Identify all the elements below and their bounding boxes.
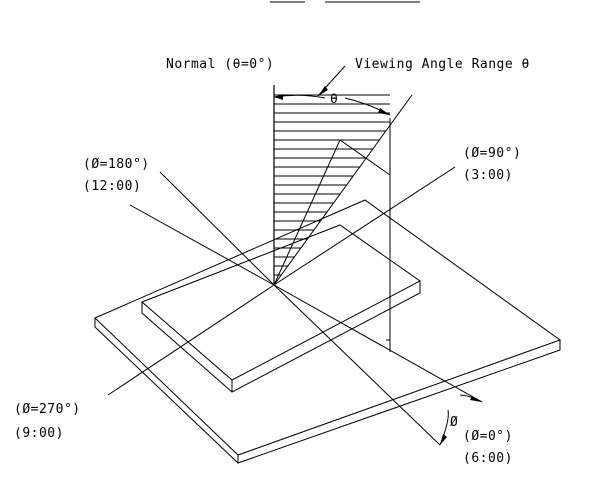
clock-3-label: (3:00) xyxy=(463,168,513,183)
phi-180-extension xyxy=(273,284,441,446)
clock-12-label: (12:00) xyxy=(83,179,141,194)
lcd-panel-side xyxy=(141,281,421,393)
phi-0-label: (Ø=0°) xyxy=(463,429,513,444)
viewing-direction-line xyxy=(273,94,413,286)
phi-label: Ø xyxy=(450,415,458,430)
viewing-range-label: Viewing Angle Range θ xyxy=(355,57,530,72)
phi-270-line xyxy=(107,284,275,396)
clock-9-label: (9:00) xyxy=(14,426,64,441)
lcd-panel xyxy=(141,224,421,393)
phi-270-label: (Ø=270°) xyxy=(14,402,81,417)
viewing-cone-hatch xyxy=(273,94,391,286)
clock-12-line xyxy=(129,204,275,286)
theta-arrow-right xyxy=(378,108,390,115)
right-angle-mark xyxy=(386,339,391,352)
cone-wedge-outline xyxy=(273,139,391,286)
theta-arrow-left xyxy=(274,94,283,100)
normal-leader-arrow xyxy=(318,86,328,96)
normal-label: Normal (θ=0°) xyxy=(166,57,274,72)
phi-90-line xyxy=(273,166,456,286)
phi-arrow-upper xyxy=(470,396,482,402)
phi-180-line xyxy=(159,171,275,286)
clock-6-label: (6:00) xyxy=(463,451,513,466)
phi-90-label: (Ø=90°) xyxy=(463,146,521,161)
phi-arrow-lower xyxy=(440,434,447,445)
bottom-plate xyxy=(94,199,562,464)
theta-label: θ xyxy=(330,92,338,107)
clock-12-extension xyxy=(273,284,483,403)
phi-180-label: (Ø=180°) xyxy=(83,157,150,172)
bottom-plate-top-face xyxy=(94,199,562,456)
